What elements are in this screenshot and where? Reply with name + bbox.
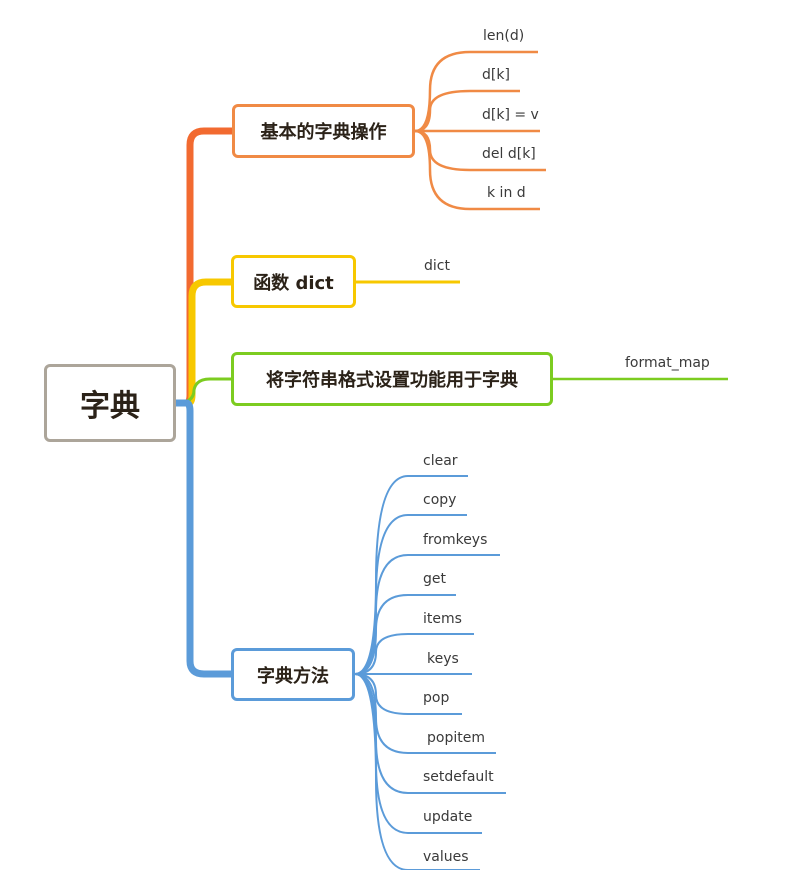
branch-1-connectors <box>414 50 546 211</box>
leaf-contains[interactable]: k in d <box>487 185 526 201</box>
branch-node-string-formatting[interactable]: 将字符串格式设置功能用于字典 <box>231 352 553 406</box>
branch-node-basic-ops[interactable]: 基本的字典操作 <box>232 104 415 158</box>
leaf-getitem[interactable]: d[k] <box>482 67 510 83</box>
trunk-green <box>174 377 233 405</box>
trunk-blue <box>172 399 235 678</box>
trunk-yellow <box>172 278 235 407</box>
root-node[interactable]: 字典 <box>44 364 176 442</box>
trunk-orange <box>172 127 236 407</box>
leaf-get[interactable]: get <box>423 571 446 587</box>
leaf-len[interactable]: len(d) <box>483 28 525 44</box>
leaf-clear[interactable]: clear <box>423 453 458 469</box>
leaf-pop[interactable]: pop <box>423 690 450 706</box>
leaf-keys[interactable]: keys <box>427 651 459 667</box>
leaf-copy[interactable]: copy <box>423 492 457 508</box>
leaf-update[interactable]: update <box>423 809 473 825</box>
leaf-fromkeys[interactable]: fromkeys <box>423 532 488 548</box>
leaf-popitem[interactable]: popitem <box>427 730 485 746</box>
leaf-dict[interactable]: dict <box>424 258 450 274</box>
branch-node-dict-function[interactable]: 函数 dict <box>231 255 356 308</box>
branch-node-dict-methods[interactable]: 字典方法 <box>231 648 355 701</box>
leaf-delitem[interactable]: del d[k] <box>482 146 536 162</box>
leaf-values[interactable]: values <box>423 849 469 865</box>
leaf-setitem[interactable]: d[k] = v <box>482 107 539 123</box>
branch-4-connectors <box>354 475 506 870</box>
leaf-setdefault[interactable]: setdefault <box>423 769 494 785</box>
leaf-items[interactable]: items <box>423 611 462 627</box>
leaf-format-map[interactable]: format_map <box>625 355 710 371</box>
trunk <box>172 127 236 678</box>
